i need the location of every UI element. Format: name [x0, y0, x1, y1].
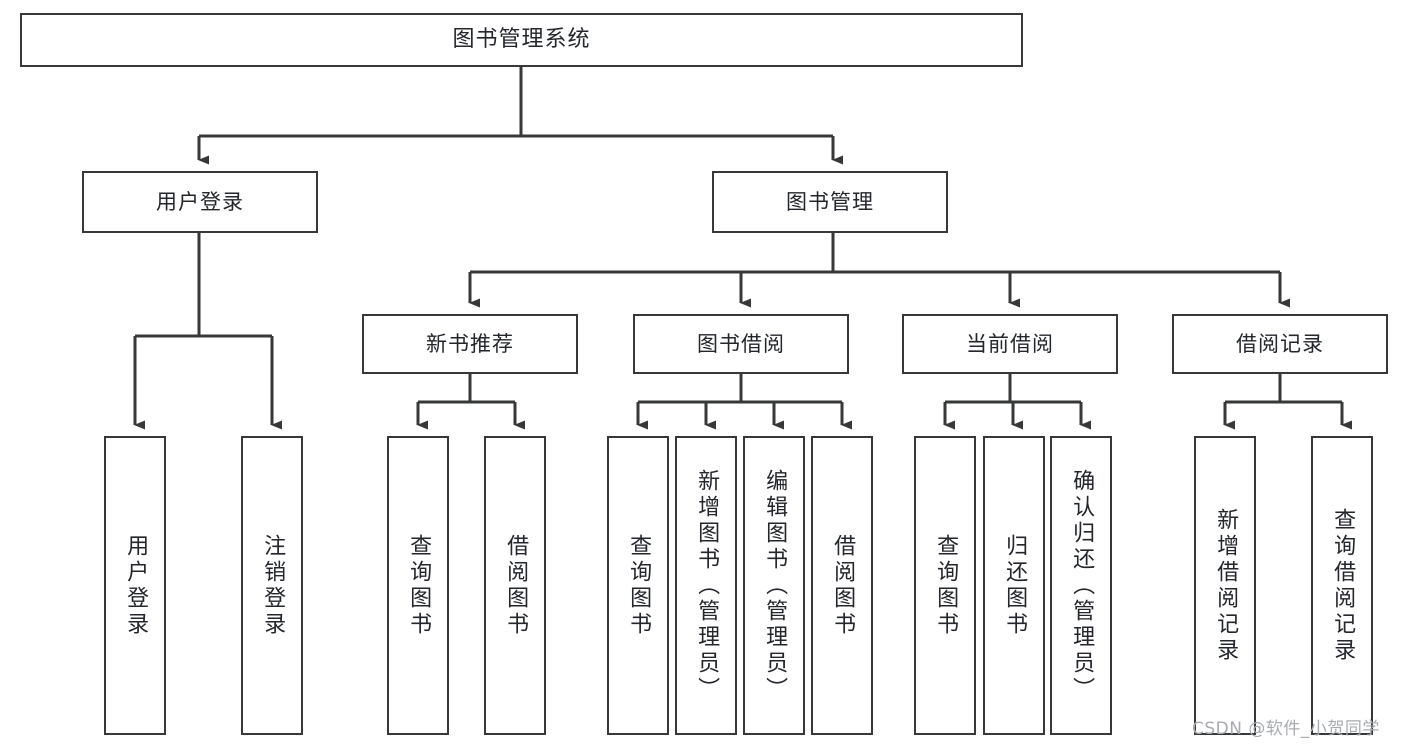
node-leaf-confirm-return-label: 确认归还（管理员）	[1069, 468, 1095, 703]
node-user-login[interactable]: 用户登录	[82, 171, 318, 233]
node-leaf-return-book-label: 归还图书	[1002, 533, 1028, 638]
node-leaf-rec-borrow-book[interactable]: 借阅图书	[484, 436, 546, 735]
node-book-borrow[interactable]: 图书借阅	[633, 314, 849, 374]
node-root-label: 图书管理系统	[452, 26, 591, 52]
node-current-borrow-label: 当前借阅	[966, 331, 1054, 356]
node-leaf-logout[interactable]: 注销登录	[241, 436, 303, 735]
csdn-watermark: CSDN @软件_小贺同学	[1192, 719, 1380, 739]
node-leaf-add-book[interactable]: 新增图书（管理员）	[675, 436, 737, 735]
node-leaf-edit-book[interactable]: 编辑图书（管理员）	[743, 436, 805, 735]
node-leaf-rec-query-book-label: 查询图书	[406, 533, 432, 638]
node-leaf-user-login-label: 用户登录	[123, 533, 149, 638]
node-new-book-rec[interactable]: 新书推荐	[362, 314, 578, 374]
node-current-borrow[interactable]: 当前借阅	[902, 314, 1118, 374]
node-book-manage-label: 图书管理	[786, 189, 874, 214]
node-leaf-user-login[interactable]: 用户登录	[104, 436, 166, 735]
node-leaf-rec-borrow-book-label: 借阅图书	[503, 533, 529, 638]
node-leaf-cur-query-book-label: 查询图书	[933, 533, 959, 638]
node-borrow-record-label: 借阅记录	[1236, 331, 1324, 356]
node-borrow-record[interactable]: 借阅记录	[1172, 314, 1388, 374]
node-root[interactable]: 图书管理系统	[20, 13, 1023, 67]
node-book-manage[interactable]: 图书管理	[712, 171, 948, 233]
node-leaf-cur-query-book[interactable]: 查询图书	[914, 436, 976, 735]
node-leaf-logout-label: 注销登录	[260, 533, 286, 638]
node-leaf-borrow-query-book-label: 查询图书	[626, 533, 652, 638]
node-leaf-query-record[interactable]: 查询借阅记录	[1311, 436, 1373, 735]
node-leaf-borrow-book-label: 借阅图书	[830, 533, 856, 638]
node-leaf-return-book[interactable]: 归还图书	[983, 436, 1045, 735]
node-leaf-add-record[interactable]: 新增借阅记录	[1194, 436, 1256, 735]
node-leaf-borrow-book[interactable]: 借阅图书	[811, 436, 873, 735]
node-leaf-add-record-label: 新增借阅记录	[1213, 507, 1239, 664]
node-book-borrow-label: 图书借阅	[697, 331, 785, 356]
node-leaf-edit-book-label: 编辑图书（管理员）	[762, 468, 788, 703]
node-leaf-rec-query-book[interactable]: 查询图书	[387, 436, 449, 735]
node-new-book-rec-label: 新书推荐	[426, 331, 514, 356]
node-leaf-confirm-return[interactable]: 确认归还（管理员）	[1050, 436, 1112, 735]
node-leaf-query-record-label: 查询借阅记录	[1330, 507, 1356, 664]
node-user-login-label: 用户登录	[156, 189, 244, 214]
node-leaf-borrow-query-book[interactable]: 查询图书	[607, 436, 669, 735]
node-leaf-add-book-label: 新增图书（管理员）	[694, 468, 720, 703]
